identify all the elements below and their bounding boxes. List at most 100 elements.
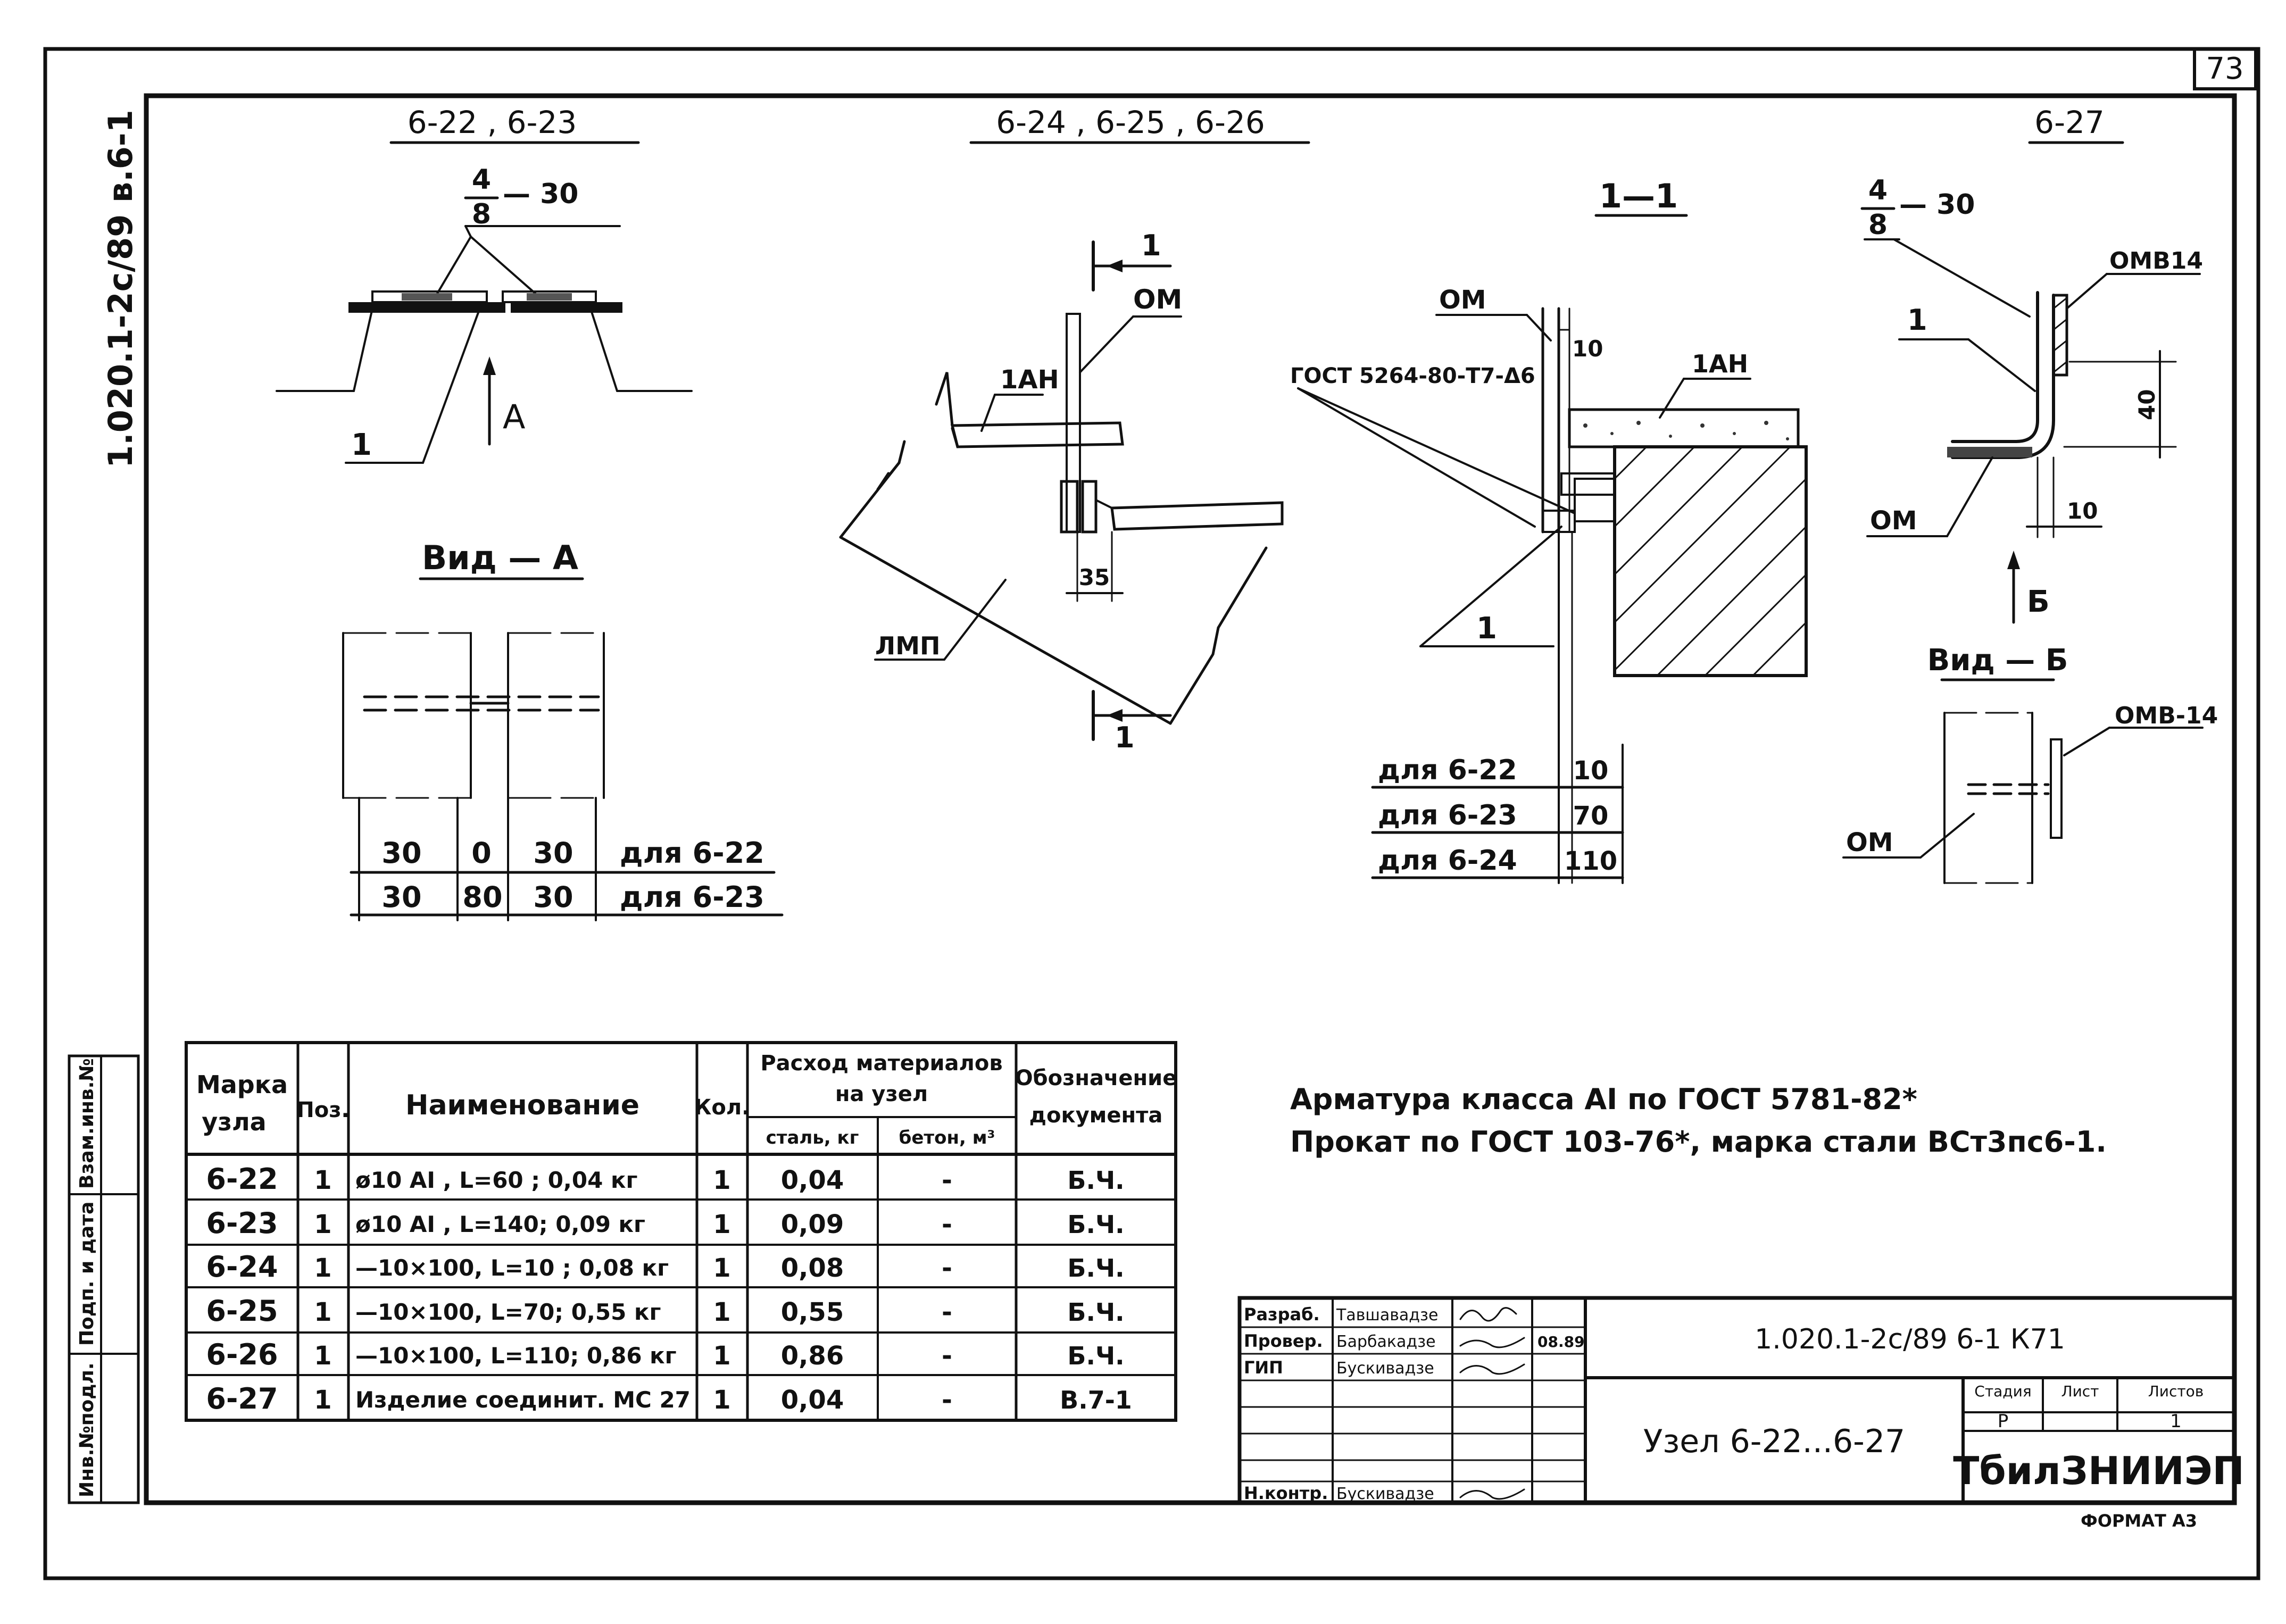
note-line-2: Прокат по ГОСТ 103-76*, марка стали ВСт3… (1290, 1125, 2107, 1159)
row-concrete: - (942, 1253, 952, 1283)
dim-a-row1-left: 30 (381, 836, 421, 870)
arrow-a-label: А (503, 397, 525, 436)
om-label-4: ОМ (1846, 828, 1893, 857)
lan-label-2: 1АН (1692, 349, 1748, 378)
side-stamp: Инв.№подл. Подп. и дата Взам.инв.№ (68, 1054, 140, 1504)
row-mark: 6-23 (206, 1206, 278, 1240)
row-mark: 6-22 (206, 1162, 278, 1196)
th-steel: сталь, кг (766, 1127, 859, 1148)
row-pos: 1 (314, 1297, 331, 1327)
sheets-value: 1 (2170, 1411, 2182, 1432)
omv14-label-b: ОМВ-14 (2115, 702, 2218, 729)
row-doc: Б.Ч. (1067, 1254, 1124, 1282)
th-mark-1: Марка (196, 1070, 288, 1099)
row-concrete: - (942, 1297, 952, 1327)
row-doc: Б.Ч. (1067, 1342, 1124, 1370)
th-qty: Кол. (694, 1095, 750, 1120)
dim-section-value-0: 10 (1573, 756, 1609, 786)
row-steel: 0,09 (781, 1210, 844, 1239)
dim-a-row1-label: для 6-22 (620, 836, 764, 870)
note-line-1: Арматура класса АI по ГОСТ 5781-82* (1290, 1082, 1917, 1116)
dim-10-detail: 10 (2067, 498, 2098, 524)
dim-a-row1-mid: 0 (471, 836, 492, 870)
table-row: 6-22 1 ø10 АI , L=60 ; 0,04 кг 1 0,04 - … (206, 1162, 1124, 1196)
row-name: ø10 АI , L=60 ; 0,04 кг (355, 1167, 637, 1193)
dim-a-row2-left: 30 (381, 880, 421, 914)
role-1-name: Барбакадзе (1336, 1332, 1436, 1351)
stage-label: Стадия (1974, 1383, 2031, 1400)
table-row: 6-26 1 —10×100, L=110; 0,86 кг 1 0,86 - … (206, 1338, 1124, 1371)
row-mark: 6-26 (206, 1338, 278, 1371)
pos-1-label-a: 1 (351, 428, 372, 462)
format-label: ФОРМАТ А3 (2081, 1511, 2197, 1531)
side-doc-code: 1.020.1-2с/89 в.6-1 (101, 110, 140, 468)
inner-frame (144, 93, 2237, 1505)
view-b-title: Вид — Б (1927, 643, 2068, 678)
heading-group3: 6-27 (2034, 104, 2105, 140)
signature-scribble (1459, 1307, 1517, 1322)
row-pos: 1 (314, 1165, 331, 1195)
table-row: 6-23 1 ø10 АI , L=140; 0,09 кг 1 0,09 - … (206, 1206, 1124, 1240)
weld2-bottom: 8 (1868, 209, 1888, 241)
om-label-2: ОМ (1439, 285, 1486, 315)
page-number: 73 (2206, 52, 2243, 86)
lmp-label: ЛМП (875, 631, 940, 660)
cut-mark-bottom-label: 1 (1115, 721, 1135, 754)
detail-6-22-6-23: 4 8 — 30 1 А (276, 164, 693, 464)
weld2-top: 4 (1868, 174, 1888, 206)
row-concrete: - (942, 1385, 952, 1415)
org-name: ТбилЗНИИЭП (1953, 1448, 2245, 1493)
row-qty: 1 (713, 1210, 730, 1239)
row-pos: 1 (314, 1210, 331, 1239)
th-concrete: бетон, м³ (899, 1127, 995, 1148)
arrow-b-label: Б (2027, 585, 2050, 619)
role-1: Провер. (1244, 1331, 1323, 1351)
th-name: Наименование (405, 1089, 639, 1121)
slab-stipple (1583, 421, 1789, 440)
signature-scribble (1459, 1337, 1525, 1348)
dim-section-label-0: для 6-22 (1378, 754, 1517, 786)
dim-section-label-1: для 6-23 (1378, 799, 1517, 831)
dim-40: 40 (2134, 389, 2160, 420)
th-pos: Поз. (296, 1098, 349, 1122)
dim-a-row2-right: 30 (533, 880, 573, 914)
row-qty: 1 (713, 1297, 730, 1327)
view-a: Вид — А 30 0 30 для 6-22 30 80 30 для 6-… (342, 538, 784, 921)
title-name: Узел 6-22...6-27 (1643, 1423, 1905, 1460)
cut-mark-top-label: 1 (1141, 229, 1161, 262)
gost-weld-label: ГОСТ 5264-80-Т7-Δ6 (1290, 364, 1535, 388)
row-qty: 1 (713, 1253, 730, 1283)
th-consumption: Расход материалов (760, 1051, 1002, 1076)
view-a-title: Вид — А (422, 538, 578, 577)
row-steel: 0,04 (781, 1385, 844, 1415)
row-qty: 1 (713, 1341, 730, 1371)
th-doc-2: документа (1029, 1103, 1163, 1128)
row-pos: 1 (314, 1253, 331, 1283)
role-0-name: Тавшавадзе (1336, 1306, 1438, 1325)
row-mark: 6-25 (206, 1294, 278, 1328)
table-row: 6-27 1 Изделие соединит. МС 27 1 0,04 - … (206, 1382, 1132, 1415)
om-label-3: ОМ (1870, 506, 1917, 536)
beam-hatch (1614, 446, 1807, 677)
materials-table: Марка узла Поз. Наименование Кол. Расход… (185, 1041, 1177, 1422)
om-label-1: ОМ (1133, 284, 1182, 315)
role-2-name: Бускивадзе (1336, 1359, 1434, 1378)
row-steel: 0,04 (781, 1165, 844, 1195)
dim-10-section: 10 (1572, 336, 1603, 362)
dim-a-row2-mid: 80 (462, 880, 502, 914)
row-concrete: - (942, 1341, 952, 1371)
pos-1-label-c: 1 (1907, 303, 1927, 337)
dim-a-row2-label: для 6-23 (620, 880, 764, 914)
row-qty: 1 (713, 1385, 730, 1415)
row-mark: 6-27 (206, 1382, 278, 1415)
heading-group1: 6-22 , 6-23 (408, 104, 577, 140)
section-1-1: 1—1 ОМ 10 ГОСТ 5264-80-Т7-Δ6 1АН (1290, 177, 1808, 884)
dim-section-value-2: 110 (1564, 846, 1617, 876)
row-name: —10×100, L=10 ; 0,08 кг (355, 1255, 669, 1281)
dim-a-row1-right: 30 (533, 836, 573, 870)
row-concrete: - (942, 1210, 952, 1239)
role-3: Н.контр. (1244, 1483, 1328, 1503)
row-concrete: - (942, 1165, 952, 1195)
row-steel: 0,55 (781, 1297, 844, 1327)
